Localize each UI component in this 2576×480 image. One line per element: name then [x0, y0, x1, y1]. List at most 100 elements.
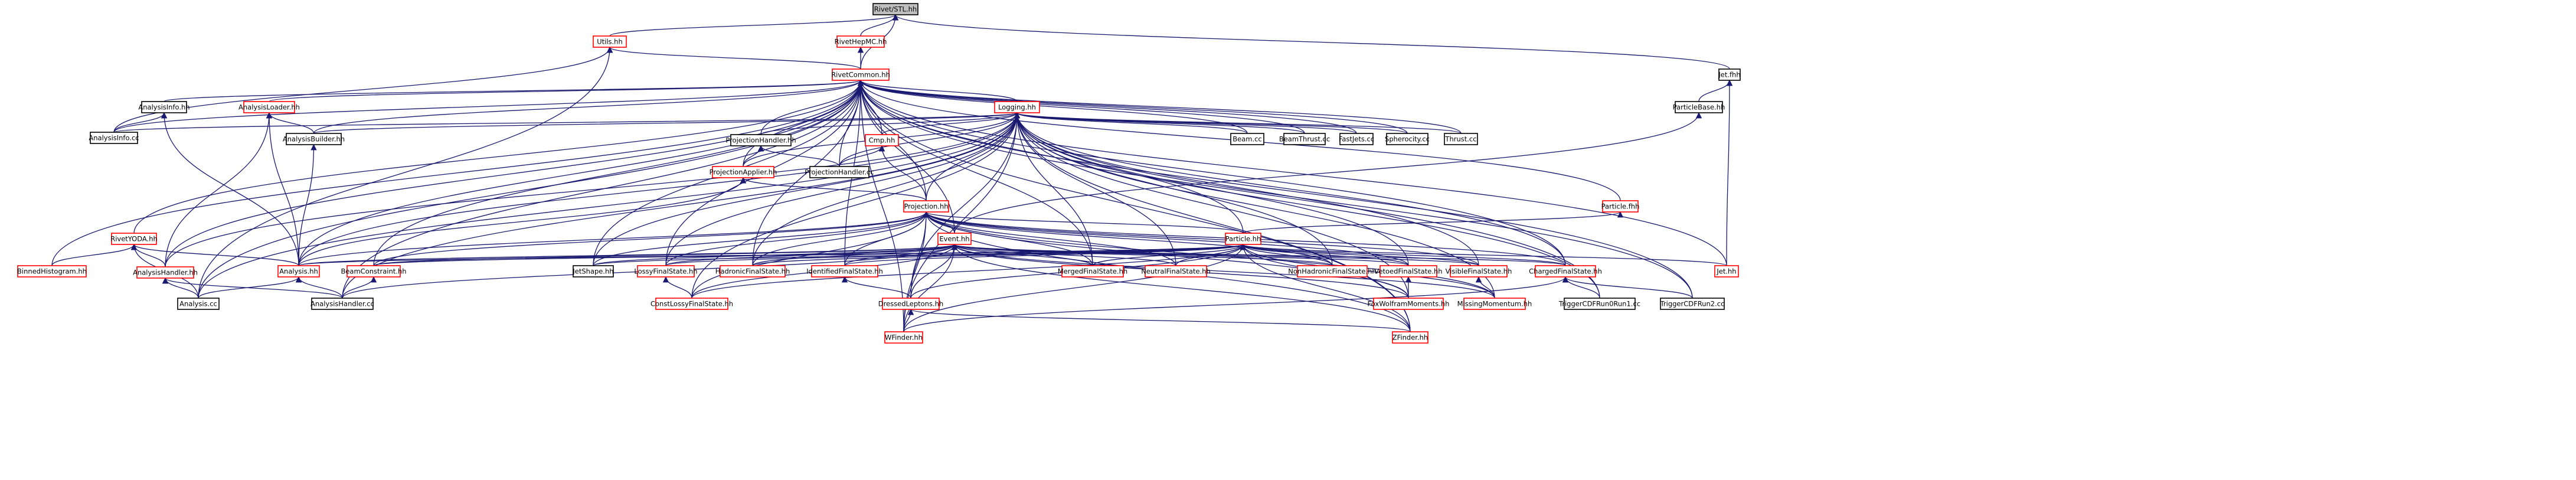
file-node-cmp-hh[interactable]: Cmp.hh	[865, 134, 899, 146]
file-node-particlebase-hh[interactable]: ParticleBase.hh	[1673, 101, 1725, 113]
node-box	[277, 265, 320, 277]
file-node-vetoedfinalstate-hh[interactable]: VetoedFinalState.hh	[1374, 265, 1443, 277]
file-node-projectionhandler-cc[interactable]: ProjectionHandler.cc	[805, 166, 874, 178]
file-node-triggercdfrun0run1-cc[interactable]: TriggerCDFRun0Run1.cc	[1558, 298, 1640, 310]
node-box	[811, 265, 878, 277]
file-node-triggercdfrun2-cc[interactable]: TriggerCDFRun2.cc	[1660, 298, 1725, 310]
node-label: VetoedFinalState.hh	[1374, 267, 1442, 276]
include-edge	[839, 112, 1021, 167]
include-edge	[373, 243, 1246, 266]
node-label: AnalysisBuilder.hh	[283, 135, 345, 143]
include-edge	[113, 79, 864, 133]
file-node-nonhadronicfinalstate-hh[interactable]: NonHadronicFinalState.hh	[1288, 265, 1377, 277]
include-edge	[923, 211, 1479, 266]
node-label: IdentifiedFinalState.hh	[806, 267, 883, 276]
node-box	[136, 266, 194, 279]
file-node-rivetyoda-hh[interactable]: RivetYODA.hh	[110, 233, 158, 245]
file-node-hadronicfinalstate-hh[interactable]: HadronicFinalState.hh	[715, 265, 790, 277]
include-edge	[607, 46, 861, 70]
file-node-logging-hh[interactable]: Logging.hh	[994, 101, 1040, 113]
include-edge	[954, 112, 1702, 234]
node-box	[903, 200, 949, 213]
node-box	[177, 298, 220, 310]
include-edge	[113, 46, 613, 133]
include-edge	[743, 145, 764, 167]
include-edge	[1014, 112, 1409, 299]
file-node-fastjets-cc[interactable]: FastJets.cc	[1339, 133, 1374, 145]
file-node-analysis-cc[interactable]: Analysis.cc	[177, 298, 220, 310]
file-node-mergedfinalstate-hh[interactable]: MergedFinalState.hh	[1058, 265, 1127, 277]
file-node-jet-fhh[interactable]: Jet.fhh	[1718, 68, 1741, 81]
file-node-analysishandler-hh[interactable]: AnalysisHandler.hh	[133, 266, 198, 279]
include-edge	[878, 145, 927, 201]
include-edge	[752, 211, 930, 266]
include-edge	[198, 112, 1021, 299]
file-node-wfinder-hh[interactable]: WFinder.hh	[884, 331, 923, 344]
file-node-zfinder-hh[interactable]: ZFinder.hh	[1392, 331, 1428, 344]
node-label: RivetHepMC.hh	[835, 38, 887, 46]
file-node-projection-hh[interactable]: Projection.hh	[903, 200, 949, 213]
file-node-missingmomentum-hh[interactable]: MissingMomentum.hh	[1457, 298, 1532, 310]
include-edge	[198, 79, 864, 299]
file-node-projectionhandler-hh[interactable]: ProjectionHandler.hh	[725, 134, 796, 146]
file-node-visiblefinalstate-hh[interactable]: VisibleFinalState.hh	[1446, 265, 1512, 277]
file-node-neutralfinalstate-hh[interactable]: NeutralFinalState.hh	[1141, 265, 1211, 277]
include-edge	[298, 211, 929, 266]
include-edge	[342, 112, 1021, 299]
file-node-particle-fhh[interactable]: Particle.fhh	[1601, 200, 1640, 213]
file-node-chargedfinalstate-hh[interactable]: ChargedFinalState.hh	[1529, 265, 1602, 277]
file-node-rivethepmc-hh[interactable]: RivetHepMC.hh	[835, 35, 887, 48]
include-edge	[1562, 276, 1693, 299]
file-node-beam-cc[interactable]: Beam.cc	[1230, 133, 1264, 145]
include-edge	[1014, 112, 1495, 299]
file-node-analysisbuilder-hh[interactable]: AnalysisBuilder.hh	[283, 133, 345, 145]
file-node-identifiedfinalstate-hh[interactable]: IdentifiedFinalState.hh	[806, 265, 883, 277]
file-node-foxwolframmoments-hh[interactable]: FoxWolframMoments.hh	[1368, 298, 1450, 310]
file-node-beamthrust-cc[interactable]: BeamThrust.cc	[1279, 133, 1330, 145]
node-box	[1225, 233, 1261, 245]
include-edge	[740, 177, 927, 201]
file-node-dressedleptons-hh[interactable]: DressedLeptons.hh	[878, 298, 943, 310]
node-box	[832, 68, 890, 81]
file-node-spherocity-cc[interactable]: Spherocity.cc	[1385, 133, 1430, 145]
include-edge	[373, 211, 930, 266]
include-edge	[844, 243, 1246, 266]
file-node-particle-hh[interactable]: Particle.hh	[1225, 233, 1261, 245]
file-node-jetshape-hh[interactable]: JetShape.hh	[572, 265, 614, 277]
node-label: VisibleFinalState.hh	[1446, 267, 1512, 276]
file-node-analysisinfo-hh[interactable]: AnalysisInfo.hh	[138, 101, 190, 113]
include-edge	[373, 79, 864, 266]
file-node-utils-hh[interactable]: Utils.hh	[593, 35, 627, 48]
node-box	[1373, 298, 1444, 310]
include-edge	[113, 112, 1020, 133]
include-edge	[1240, 243, 1409, 266]
node-box	[90, 132, 138, 144]
file-node-event-hh[interactable]: Event.hh	[937, 233, 972, 245]
file-node-analysisloader-hh[interactable]: AnalysisLoader.hh	[238, 101, 300, 113]
node-box	[994, 101, 1040, 113]
file-node-analysis-hh[interactable]: Analysis.hh	[277, 265, 320, 277]
file-node-projectionapplier-hh[interactable]: ProjectionApplier.hh	[710, 166, 777, 178]
include-edge	[1014, 112, 1357, 134]
file-node-jet-hh[interactable]: Jet.hh	[1714, 265, 1739, 277]
include-edge	[130, 243, 299, 266]
node-label: TriggerCDFRun2.cc	[1660, 300, 1725, 308]
node-label: Spherocity.cc	[1385, 135, 1430, 143]
file-node-analysisinfo-cc[interactable]: AnalysisInfo.cc	[89, 132, 139, 144]
file-node-beamconstraint-hh[interactable]: BeamConstraint.hh	[341, 265, 407, 277]
node-label: Analysis.cc	[179, 300, 217, 308]
file-node-rivet-stl-hh[interactable]: Rivet/STL.hh	[872, 3, 918, 15]
include-edge	[1014, 112, 1566, 266]
file-node-thrust-cc[interactable]: Thrust.cc	[1444, 133, 1478, 145]
file-node-analysishandler-cc[interactable]: AnalysisHandler.cc	[310, 298, 374, 310]
node-label: ConstLossyFinalState.hh	[650, 300, 733, 308]
include-edge	[165, 79, 864, 267]
include-edge	[926, 112, 1021, 201]
file-node-constlossyfinalstate-hh[interactable]: ConstLossyFinalState.hh	[650, 298, 733, 310]
file-node-binnedhistogram-hh[interactable]: BinnedHistogram.hh	[17, 265, 87, 277]
file-node-lossyfinalstate-hh[interactable]: LossyFinalState.hh	[634, 265, 698, 277]
include-edge	[51, 243, 138, 266]
node-box	[141, 101, 187, 113]
file-node-rivetcommon-hh[interactable]: RivetCommon.hh	[831, 68, 890, 81]
include-edge	[1243, 211, 1623, 234]
